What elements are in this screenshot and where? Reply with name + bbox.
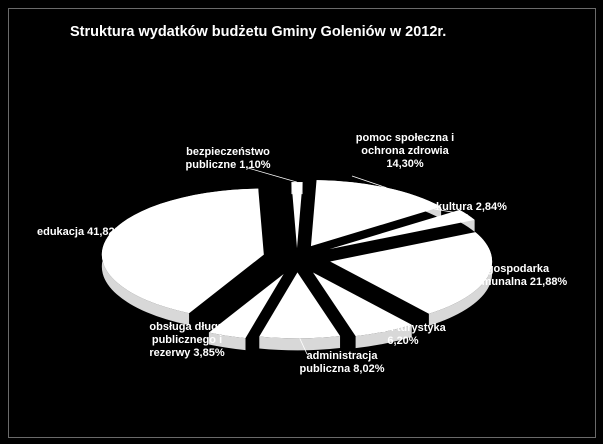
leader-administracja xyxy=(299,338,308,355)
slice-kultura xyxy=(329,209,475,250)
slice-side-gospodarka xyxy=(428,232,493,326)
slice-side-obsluga xyxy=(208,332,246,351)
slice-gospodarka xyxy=(330,232,493,314)
leader-pomoc xyxy=(351,175,387,189)
slice-sport xyxy=(313,272,412,337)
slice-bezpieczenstwo xyxy=(291,182,303,249)
pie-slices xyxy=(101,180,493,351)
slice-label-pomoc: pomoc społeczna i ochrona zdrowia 14,30% xyxy=(355,132,455,170)
slice-label-sport: sport i turystyka 6,20% xyxy=(360,322,446,347)
leader-edukacja xyxy=(105,231,129,241)
slice-side-administracja xyxy=(259,336,341,351)
slice-obsluga xyxy=(208,273,284,339)
leader-lines xyxy=(105,167,488,355)
slice-administracja xyxy=(259,272,341,339)
slice-label-bezpieczenstwo: bezpieczeństwo publiczne 1,10% xyxy=(185,146,271,171)
slice-edukacja xyxy=(101,188,264,314)
slice-label-edukacja: edukacja 41,82% xyxy=(37,226,125,238)
slice-pomoc xyxy=(310,180,442,247)
leader-sport xyxy=(359,329,386,332)
slice-label-obsluga: obsługa długu publicznego i rezerwy 3,85… xyxy=(149,321,225,359)
plot-area xyxy=(8,8,596,438)
slice-label-administracja: administracja publiczna 8,02% xyxy=(299,350,385,375)
slice-label-kultura: kultura 2,84% xyxy=(436,201,507,213)
leader-kultura xyxy=(433,208,468,216)
leader-obsluga xyxy=(226,327,233,336)
chart-title: Struktura wydatków budżetu Gminy Golenió… xyxy=(70,24,447,40)
slice-label-gospodarka: gospodarka komunalna 21,88% xyxy=(468,263,568,288)
slice-side-sport xyxy=(355,324,412,349)
leader-bezpieczenstwo xyxy=(247,167,298,183)
